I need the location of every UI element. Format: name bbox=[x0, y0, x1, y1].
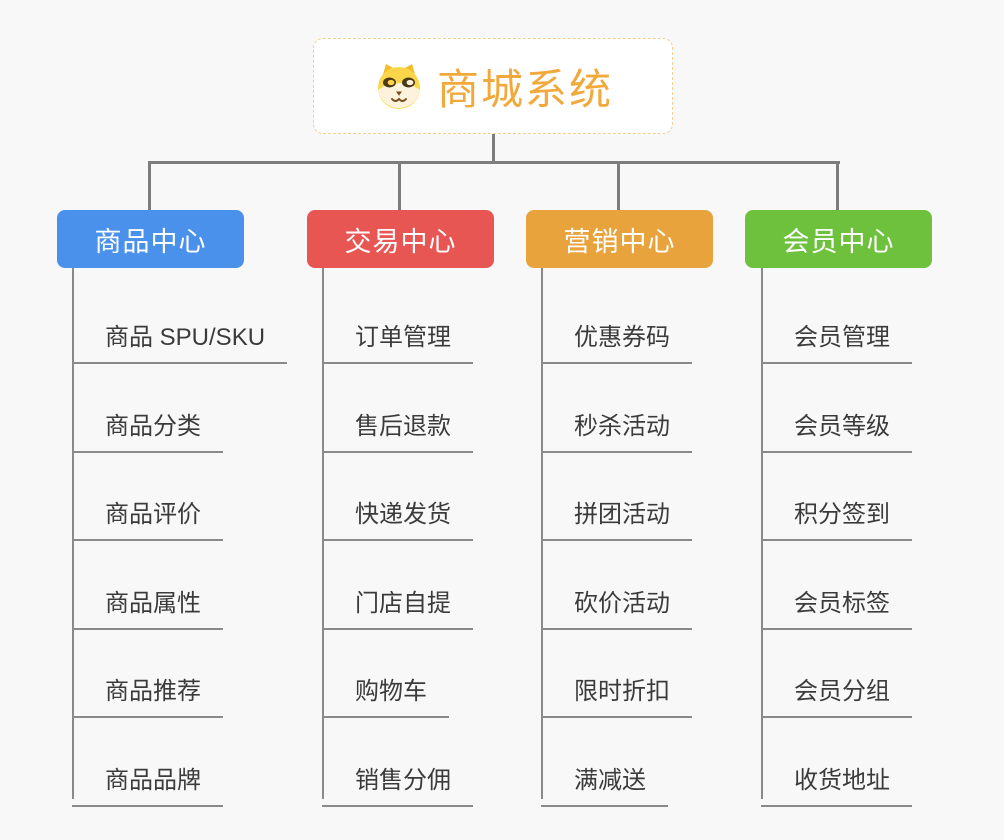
leaf-node[interactable]: 会员标签 bbox=[761, 583, 912, 630]
leaf-node[interactable]: 商品推荐 bbox=[72, 671, 223, 718]
leaf-node[interactable]: 售后退款 bbox=[322, 406, 473, 453]
connector-drop-trade bbox=[398, 163, 401, 210]
connector-horizontal-bus bbox=[148, 161, 840, 164]
branch-spine-marketing bbox=[541, 268, 543, 799]
branch-spine-product bbox=[72, 268, 74, 799]
branch-label: 交易中心 bbox=[344, 226, 457, 257]
leaf-node[interactable]: 商品属性 bbox=[72, 583, 223, 630]
branch-spine-member bbox=[761, 268, 763, 799]
leaf-node[interactable]: 满减送 bbox=[541, 760, 668, 807]
dog-face-icon bbox=[373, 61, 425, 111]
leaf-node[interactable]: 商品 SPU/SKU bbox=[72, 317, 288, 364]
leaf-node[interactable]: 商品分类 bbox=[72, 406, 223, 453]
root-title: 商城系统 bbox=[436, 65, 613, 113]
leaf-node[interactable]: 销售分佣 bbox=[322, 760, 473, 807]
branch-node-member-center[interactable]: 会员中心 bbox=[745, 210, 932, 268]
leaf-node[interactable]: 门店自提 bbox=[322, 583, 473, 630]
leaf-node[interactable]: 订单管理 bbox=[322, 317, 473, 364]
leaf-node[interactable]: 会员等级 bbox=[761, 406, 912, 453]
branch-node-product-center[interactable]: 商品中心 bbox=[57, 210, 244, 268]
branch-node-marketing-center[interactable]: 营销中心 bbox=[526, 210, 713, 268]
leaf-node[interactable]: 砍价活动 bbox=[541, 583, 692, 630]
leaf-node[interactable]: 会员分组 bbox=[761, 671, 912, 718]
leaf-node[interactable]: 购物车 bbox=[322, 671, 449, 718]
connector-drop-product bbox=[148, 163, 151, 210]
leaf-node[interactable]: 秒杀活动 bbox=[541, 406, 692, 453]
leaf-node[interactable]: 限时折扣 bbox=[541, 671, 692, 718]
leaf-node[interactable]: 商品品牌 bbox=[72, 760, 223, 807]
connector-root-drop bbox=[492, 134, 495, 162]
connector-drop-member bbox=[836, 163, 839, 210]
connector-drop-marketing bbox=[617, 163, 620, 210]
leaf-node[interactable]: 会员管理 bbox=[761, 317, 912, 364]
leaf-node[interactable]: 商品评价 bbox=[72, 494, 223, 541]
leaf-node[interactable]: 拼团活动 bbox=[541, 494, 692, 541]
branch-label: 商品中心 bbox=[94, 226, 207, 257]
leaf-node[interactable]: 快递发货 bbox=[322, 494, 473, 541]
leaf-node[interactable]: 积分签到 bbox=[761, 494, 912, 541]
root-node[interactable]: 商城系统 bbox=[313, 38, 673, 134]
branch-spine-trade bbox=[322, 268, 324, 799]
branch-label: 会员中心 bbox=[782, 226, 895, 257]
leaf-node[interactable]: 优惠券码 bbox=[541, 317, 692, 364]
branch-node-trade-center[interactable]: 交易中心 bbox=[307, 210, 494, 268]
leaf-node[interactable]: 收货地址 bbox=[761, 760, 912, 807]
branch-label: 营销中心 bbox=[563, 226, 676, 257]
